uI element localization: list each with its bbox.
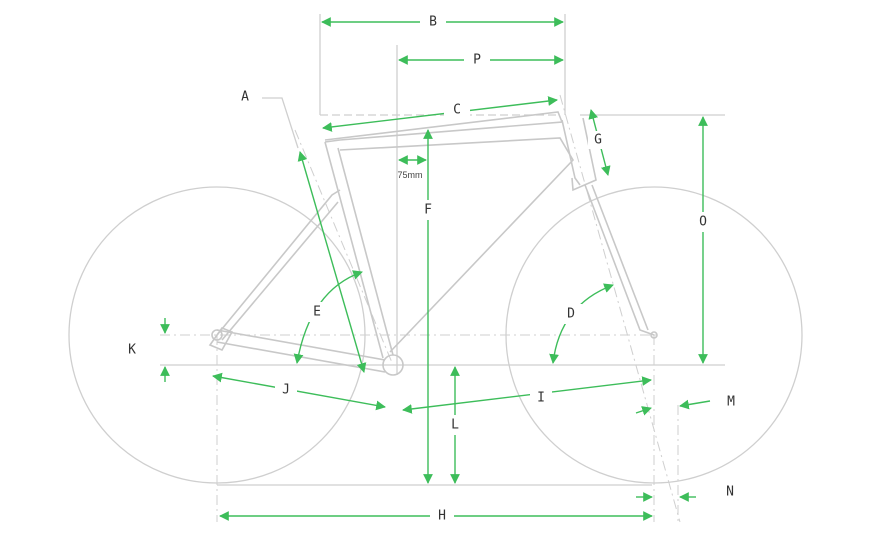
- dimension-lines: [160, 14, 713, 525]
- bike-frame: [208, 111, 658, 376]
- label-k: K: [128, 343, 136, 358]
- dimension-labels: A B C D E F G H I J K L M N O P 75mm: [128, 15, 735, 524]
- label-o: O: [699, 215, 707, 230]
- offset-note: 75mm: [397, 170, 422, 180]
- label-g: G: [594, 133, 602, 148]
- bottom-bracket: [382, 354, 404, 376]
- label-n: N: [726, 485, 734, 500]
- label-m: M: [727, 395, 735, 410]
- label-c: C: [453, 103, 461, 118]
- reference-lines: [160, 14, 725, 523]
- label-d: D: [567, 307, 575, 322]
- label-p: P: [473, 53, 481, 68]
- label-b: B: [429, 15, 437, 30]
- label-j: J: [282, 383, 290, 398]
- label-e: E: [313, 305, 321, 320]
- label-a: A: [241, 90, 249, 105]
- label-f: F: [424, 203, 432, 218]
- label-i: I: [537, 391, 545, 406]
- label-l: L: [451, 418, 459, 433]
- label-h: H: [438, 509, 446, 524]
